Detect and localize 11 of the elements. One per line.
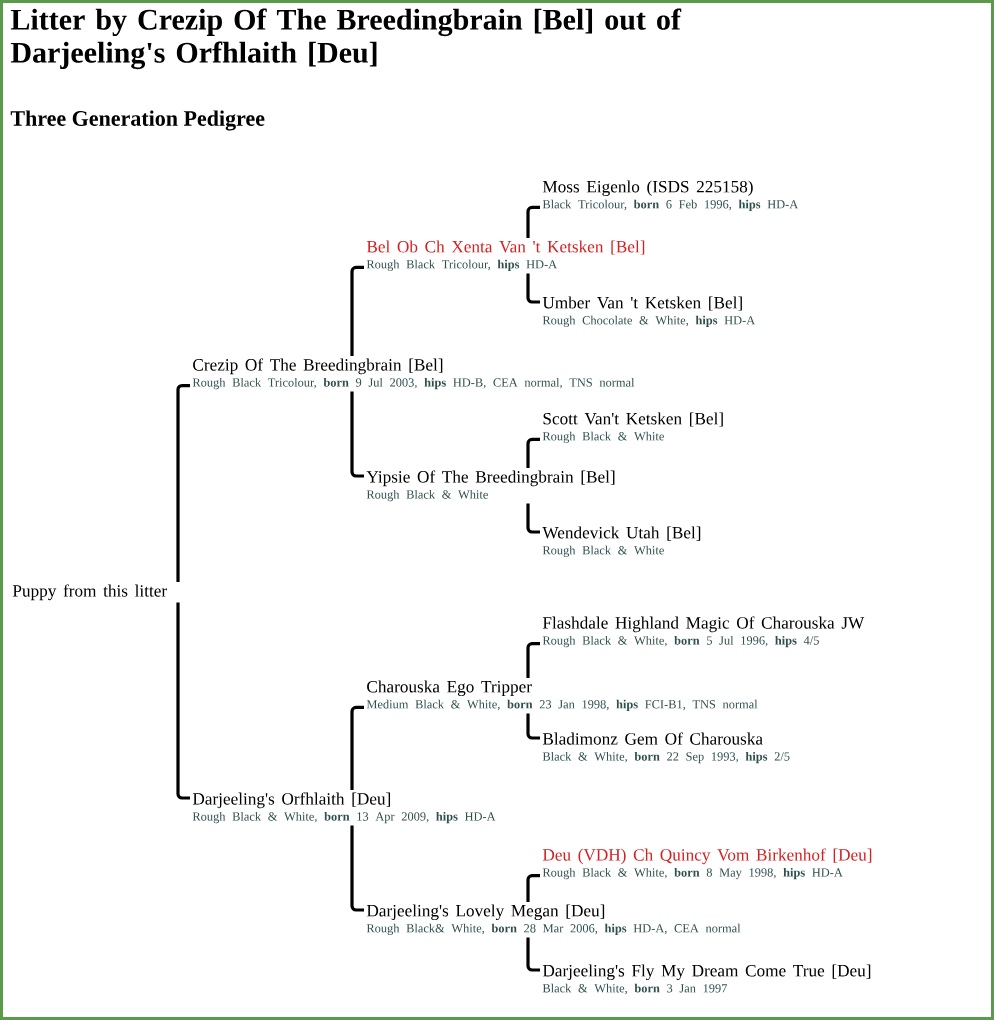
pedigree-bracket [526,713,540,740]
pedigree-bracket [526,642,540,678]
title: Litter by Crezip Of The Breedingbrain [Bel] out of Darjeeling's Orfhlaith [Deu] [10,8,682,70]
pedigree-bracket [526,205,540,238]
pedigree-bracket [526,937,540,972]
pedigree-bracket [526,437,540,468]
pedigree-bracket [526,874,540,902]
subtitle: Three Generation Pedigree [10,110,265,131]
pedigree-bracket [526,503,540,534]
pedigree-bracket [526,273,540,304]
pedigree-entry: Puppy from this litter [12,584,167,601]
